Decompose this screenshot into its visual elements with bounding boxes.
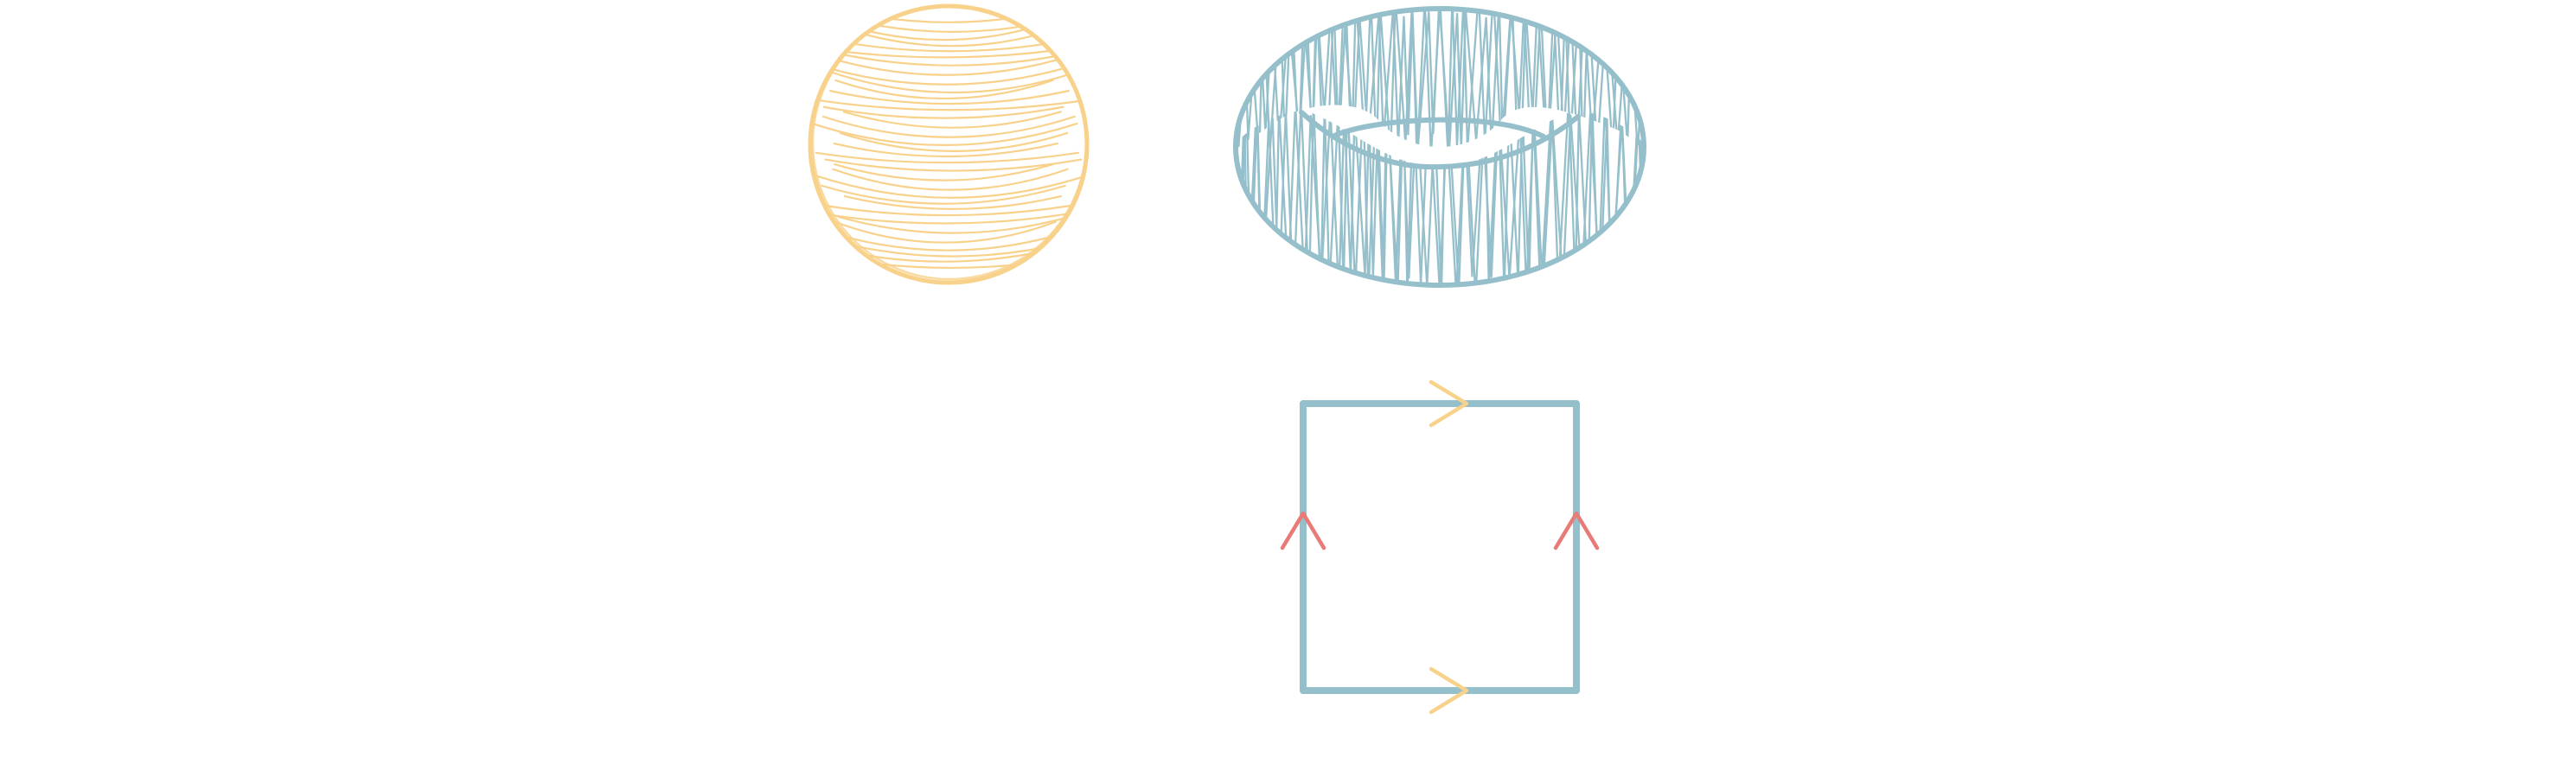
torus-inner-upper-arc: [1333, 117, 1546, 139]
chevron-up-arrow-icon: [1280, 511, 1326, 551]
square-outline: [1300, 400, 1580, 694]
sphere-hatch-line: [829, 90, 1070, 105]
sphere-hatch-line: [813, 62, 1080, 86]
torus-hatch-line: [1237, 9, 1645, 149]
sphere-hatch-line: [821, 184, 1066, 205]
chevron-right-arrow-icon: [1429, 666, 1469, 715]
sphere-hatch-line: [815, 151, 1080, 164]
torus-hatch-line: [1237, 111, 1645, 285]
sphere-hatch-line: [842, 111, 1062, 129]
sphere-hatch-line: [832, 168, 1069, 191]
torus-outer-outline: [1233, 6, 1646, 288]
sphere-hatch-line: [823, 204, 1073, 217]
sphere-hatch-line: [834, 79, 1054, 100]
sphere-outline-sketch: [811, 4, 1088, 281]
sphere-hatch-line: [834, 162, 1054, 181]
hatched-sphere-icon: [808, 3, 1090, 285]
sphere-hatch-line: [824, 158, 1083, 172]
fundamental-square-icon: [1280, 379, 1600, 715]
sphere-hatch-line: [822, 105, 1064, 119]
sphere-hatch-line: [821, 115, 1076, 138]
sphere-hatch-line: [841, 53, 1067, 67]
sphere-hatch-line: [826, 5, 1071, 23]
sphere-hatch-line: [810, 211, 1080, 225]
sphere-hatch-line: [832, 58, 1061, 76]
sphere-hatch-line: [834, 220, 1057, 244]
sphere-hatch-line: [843, 194, 1063, 210]
sphere-hatch-line: [816, 175, 1086, 199]
torus-hatch-bottom: [1237, 111, 1645, 285]
torus-hatch-top: [1237, 9, 1645, 149]
chevron-right-arrow-icon: [1429, 379, 1469, 428]
sphere-hatch-line: [816, 99, 1087, 111]
torus-inner-lower-arc: [1299, 110, 1581, 170]
sphere-hatch-line: [837, 215, 1071, 234]
sphere-hatch-line: [833, 142, 1058, 158]
chevron-up-arrow-icon: [1553, 511, 1600, 551]
hatched-torus-icon: [1233, 6, 1646, 288]
sphere-hatch-line: [839, 131, 1069, 152]
sphere-hatch-line: [826, 69, 1081, 94]
sphere-hatch-line: [811, 122, 1078, 146]
